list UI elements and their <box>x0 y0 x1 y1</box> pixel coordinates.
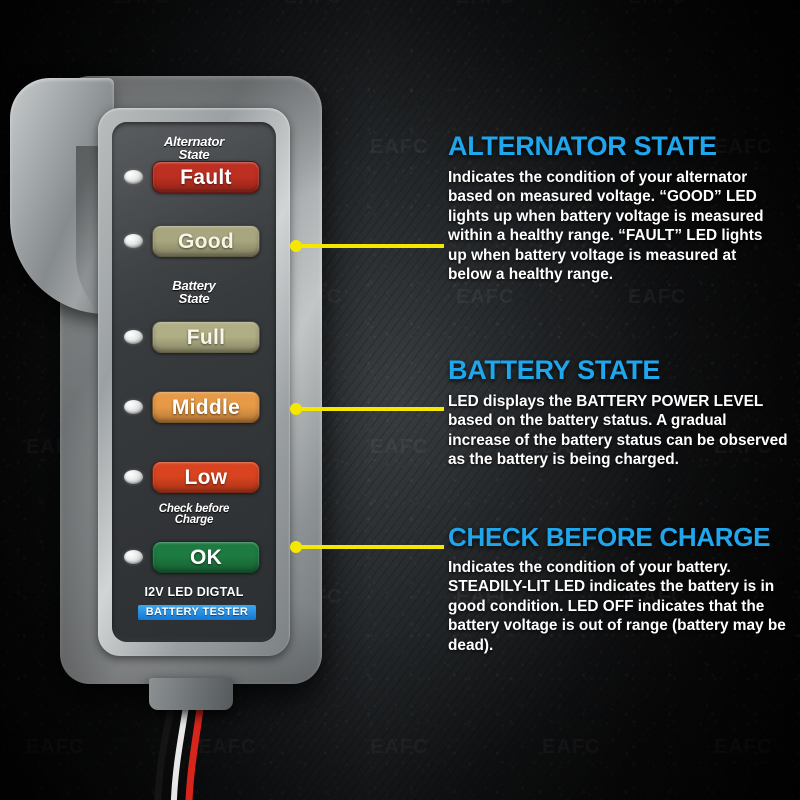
cable-boot <box>149 678 233 710</box>
callout-alternator-state: ALTERNATOR STATE Indicates the condition… <box>448 131 784 285</box>
badge-ok[interactable]: OK <box>152 541 260 573</box>
group-label-check-line1: Check before <box>158 503 230 515</box>
callout-battery-state: BATTERY STATE LED displays the BATTERY P… <box>448 355 788 470</box>
watermark-text: EAFC <box>370 136 429 158</box>
badge-middle[interactable]: Middle <box>152 391 260 423</box>
group-label-check-line2: Charge <box>174 514 214 527</box>
watermark-text: EAFC <box>284 0 342 9</box>
callout-body-alternator: Indicates the condition of your alternat… <box>448 168 764 284</box>
watermark-text: EAFC <box>456 0 514 9</box>
led-indicator-low <box>124 470 143 484</box>
led-indicator-good <box>124 234 143 248</box>
led-indicator-full <box>124 330 143 344</box>
callout-check-before-charge: CHECK BEFORE CHARGE Indicates the condit… <box>448 524 792 655</box>
badge-full[interactable]: Full <box>152 321 260 353</box>
device-faceplate: Alternator State Fault Good Battery Stat… <box>112 122 276 642</box>
badge-low[interactable]: Low <box>152 461 260 493</box>
callout-heading-battery: BATTERY STATE <box>448 355 661 385</box>
led-indicator-middle <box>124 400 143 414</box>
group-label-battery-line1: Battery <box>172 278 216 293</box>
group-label-battery: Battery State <box>112 278 276 306</box>
led-indicator-fault <box>124 170 143 184</box>
group-label-battery-line2: State <box>178 290 210 306</box>
group-label-check-before-charge: Check before Charge <box>112 503 276 527</box>
callout-heading-check: CHECK BEFORE CHARGE <box>448 522 771 552</box>
battery-tester-device: Alternator State Fault Good Battery Stat… <box>10 62 352 800</box>
watermark-text: EAFC <box>628 0 686 9</box>
badge-fault[interactable]: Fault <box>152 161 260 193</box>
group-label-alternator-line2: State <box>178 146 210 162</box>
watermark-text: EAFC <box>370 436 429 458</box>
led-indicator-ok <box>124 550 143 564</box>
watermark-text: EAFC <box>370 736 429 758</box>
watermark-text: EAFC <box>714 736 773 758</box>
callout-body-check: Indicates the condition of your battery.… <box>448 558 786 654</box>
group-label-alternator-line1: Alternator <box>163 134 225 149</box>
device-brand-line: I2V LED DIGTAL <box>144 585 244 599</box>
watermark-text: EAFC <box>628 286 687 308</box>
callout-heading-alternator: ALTERNATOR STATE <box>448 131 717 161</box>
callout-body-battery: LED displays the BATTERY POWER LEVEL bas… <box>448 392 788 469</box>
group-label-alternator: Alternator State <box>112 134 276 162</box>
watermark-text: EAFC <box>456 286 515 308</box>
watermark-text: EAFC <box>112 0 170 9</box>
badge-good[interactable]: Good <box>152 225 260 257</box>
watermark-text: EAFC <box>542 736 601 758</box>
device-brand-bar: BATTERY TESTER <box>138 605 256 620</box>
